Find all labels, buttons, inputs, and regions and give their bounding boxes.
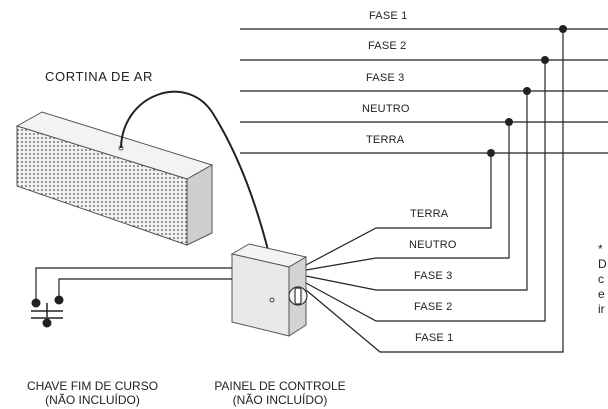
junction-dot-neutro bbox=[505, 118, 513, 126]
panel-screw bbox=[269, 297, 275, 303]
junction-dot-fase-1 bbox=[559, 25, 567, 33]
limit-switch-wires bbox=[35, 267, 232, 303]
junction-dot-fase-3 bbox=[523, 87, 531, 95]
switch-caption: CHAVE FIM DE CURSO (NÃO INCLUÍDO) bbox=[0, 379, 185, 407]
panel-label-terra: TERRA bbox=[410, 208, 449, 220]
bus-label-fase-3: FASE 3 bbox=[366, 72, 405, 84]
switch-caption-line-2: (NÃO INCLUÍDO) bbox=[45, 393, 140, 407]
side-note-line-4: e bbox=[598, 287, 605, 301]
bus-label-neutro: NEUTRO bbox=[362, 103, 410, 115]
control-panel-box bbox=[230, 243, 308, 337]
side-note-line-2: D bbox=[598, 257, 607, 271]
switch-wire-1 bbox=[35, 267, 232, 303]
wire-fase-3 bbox=[305, 91, 528, 291]
switch-wire-2 bbox=[58, 278, 232, 300]
air-curtain-unit bbox=[15, 111, 214, 246]
junction-dots bbox=[487, 25, 567, 157]
side-note: * D c e ir bbox=[598, 242, 607, 317]
limit-switch-icon bbox=[31, 295, 64, 328]
bus-label-fase-2: FASE 2 bbox=[368, 40, 407, 52]
bus-label-terra: TERRA bbox=[366, 134, 405, 146]
panel-label-fase-3: FASE 3 bbox=[414, 270, 453, 282]
panel-label-fase-1: FASE 1 bbox=[415, 332, 454, 344]
switch-caption-line-1: CHAVE FIM DE CURSO bbox=[26, 379, 159, 393]
wire-neutro bbox=[305, 122, 510, 271]
panel-caption-line-2: (NÃO INCLUÍDO) bbox=[232, 393, 328, 407]
supply-bus-lines bbox=[240, 28, 608, 154]
panel-front-face bbox=[231, 253, 290, 337]
junction-dot-fase-2 bbox=[541, 56, 549, 64]
bus-label-fase-1: FASE 1 bbox=[369, 10, 408, 22]
panel-wires bbox=[305, 29, 564, 353]
diagram-title: CORTINA DE AR bbox=[45, 69, 153, 84]
panel-caption: PAINEL DE CONTROLE (NÃO INCLUÍDO) bbox=[195, 379, 365, 407]
panel-caption-line-1: PAINEL DE CONTROLE bbox=[214, 379, 346, 393]
junction-dot-terra bbox=[487, 149, 495, 157]
rotary-switch-icon bbox=[288, 286, 308, 306]
curtain-to-panel-cable bbox=[120, 90, 272, 263]
wire-terra bbox=[305, 153, 492, 266]
curtain-side-face bbox=[186, 164, 213, 246]
side-note-line-5: ir bbox=[598, 302, 605, 316]
panel-label-fase-2: FASE 2 bbox=[414, 301, 453, 313]
panel-label-neutro: NEUTRO bbox=[409, 239, 457, 251]
side-note-line-1: * bbox=[598, 242, 603, 256]
side-note-line-3: c bbox=[598, 272, 604, 286]
wire-fase-1 bbox=[305, 29, 564, 353]
wire-fase-2 bbox=[305, 60, 546, 322]
